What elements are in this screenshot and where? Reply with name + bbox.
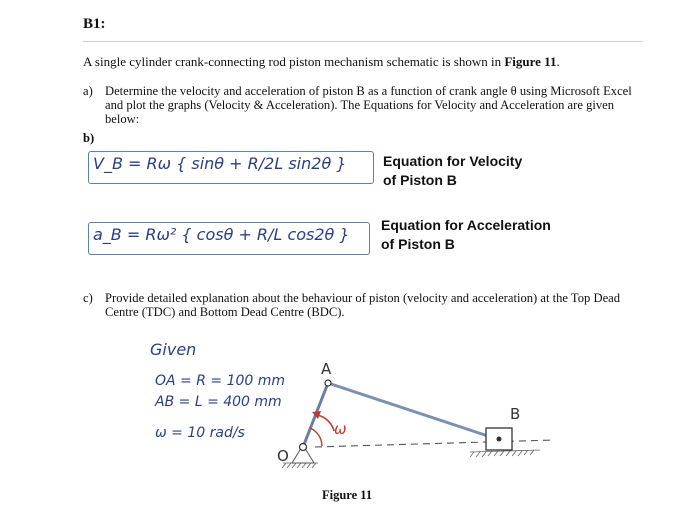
intro-text: A single cylinder crank-connecting rod p… (83, 54, 505, 69)
given-omega: ω = 10 rad/s (155, 425, 245, 441)
velocity-equation-label: Equation for Velocity of Piston B (383, 152, 522, 190)
crank-angle-arc (309, 427, 323, 447)
part-c-text: Provide detailed explanation about the b… (105, 291, 621, 319)
figure-caption: Figure 11 (322, 488, 373, 502)
acceleration-equation: a_B = Rω² { cosθ + R/L cos2θ } (93, 225, 350, 244)
intro-paragraph: A single cylinder crank-connecting rod p… (83, 54, 560, 70)
part-a-label: a) (83, 84, 93, 98)
connecting-rod-ab (327, 381, 501, 442)
omega-arrowhead (312, 411, 321, 419)
label-b: B (510, 405, 521, 423)
pin-b (496, 436, 502, 442)
ground-support-o (281, 444, 318, 469)
given-title: Given (150, 340, 197, 359)
omega-arrow (316, 414, 335, 432)
given-radius: OA = R = 100 mm (155, 373, 286, 389)
ground-support-b (469, 449, 541, 458)
pin-o (298, 442, 308, 452)
acceleration-equation-label: Equation for Acceleration of Piston B (381, 216, 551, 254)
velocity-equation-box: V_B = Rω { sinθ + R/2L sin2θ } (88, 151, 374, 184)
label-a: A (321, 360, 332, 378)
intro-figure-ref: Figure 11 (504, 54, 557, 69)
velocity-equation: V_B = Rω { sinθ + R/2L sin2θ } (93, 154, 347, 173)
pin-a (324, 379, 332, 387)
acceleration-label-line2: of Piston B (381, 236, 455, 252)
acceleration-label-line1: Equation for Acceleration (381, 217, 551, 233)
part-a-text: Determine the velocity and acceleration … (105, 84, 632, 126)
part-c-label: c) (83, 291, 93, 305)
velocity-label-line2: of Piston B (383, 172, 457, 188)
acceleration-equation-box: a_B = Rω² { cosθ + R/L cos2θ } (88, 222, 370, 255)
heading-divider (83, 41, 643, 42)
label-omega: ω (334, 420, 347, 438)
part-b-label: b) (83, 131, 95, 145)
given-length: AB = L = 400 mm (155, 394, 282, 410)
question-heading: B1: (83, 16, 106, 32)
stroke-centerline (314, 439, 556, 448)
label-o: O (277, 447, 289, 465)
velocity-label-line1: Equation for Velocity (383, 153, 523, 169)
intro-end: . (556, 54, 560, 69)
